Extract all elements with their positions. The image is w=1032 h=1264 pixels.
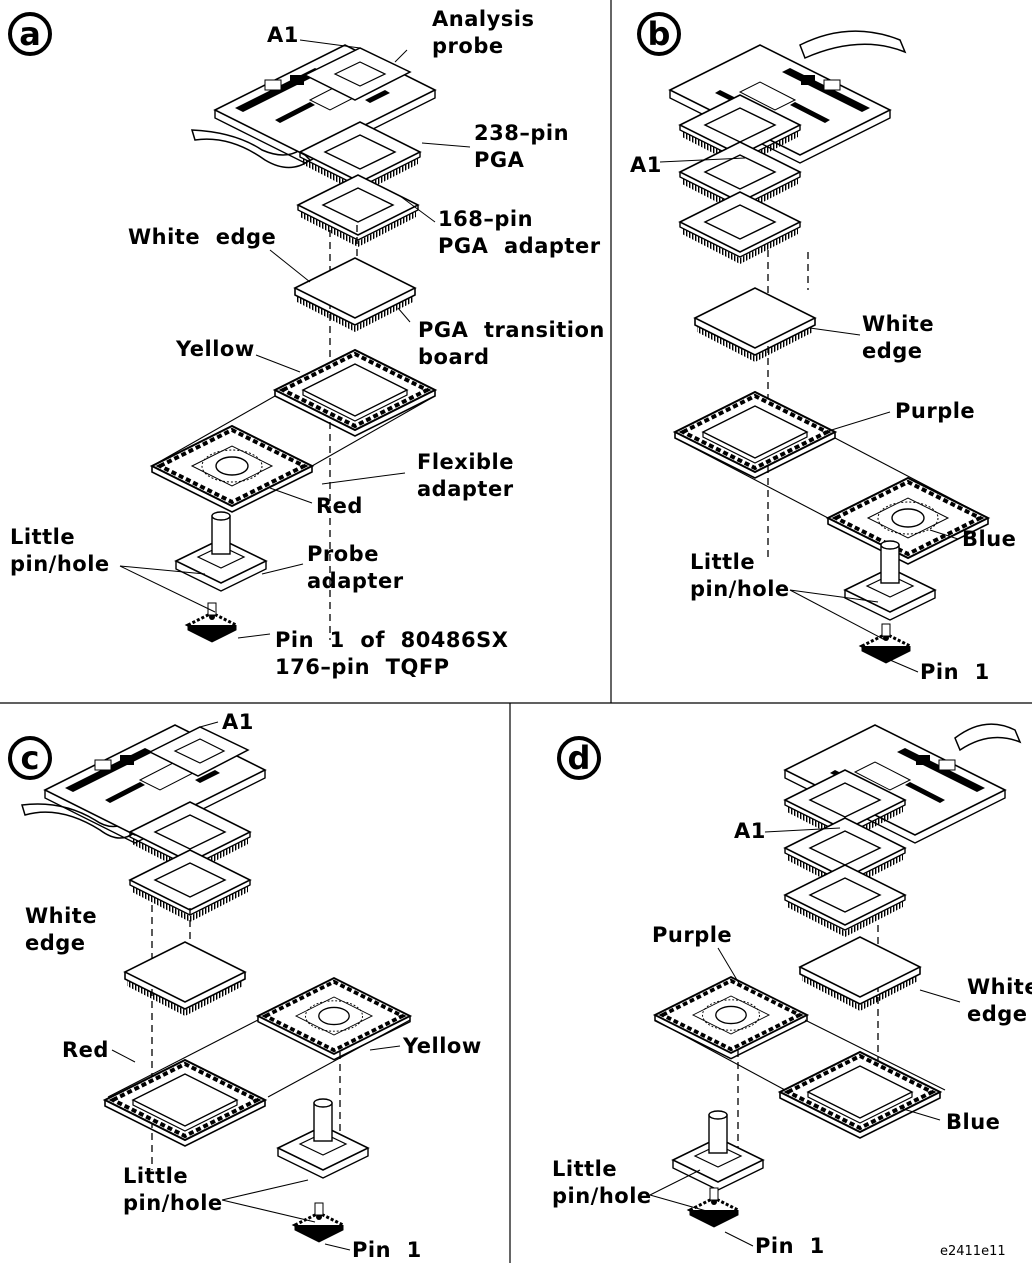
label-pga-transition-board: PGA transition board	[418, 318, 605, 369]
label-a1: A1	[222, 710, 254, 734]
label-white-edge: White edge	[967, 975, 1032, 1026]
label-pin1-tqfp: Pin 1 of 80486SX 176–pin TQFP	[275, 628, 509, 679]
panel-b-art	[659, 30, 990, 673]
label-pin1: Pin 1	[920, 660, 990, 684]
label-little-pin-hole: Little pin/hole	[123, 1164, 223, 1215]
label-yellow: Yellow	[176, 337, 255, 361]
panel-d-badge: d	[557, 736, 601, 780]
label-white-edge: White edge	[128, 225, 277, 249]
figure-id: e2411e11	[940, 1244, 1006, 1259]
label-analysis-probe: Analysis probe	[432, 7, 535, 58]
label-white-edge: White edge	[862, 312, 935, 363]
label-purple: Purple	[895, 399, 976, 423]
label-probe-adapter: Probe adapter	[307, 542, 404, 593]
panel-b-badge: b	[637, 12, 681, 56]
panel-d-art	[649, 723, 1022, 1247]
label-238-pin-pga: 238–pin PGA	[474, 121, 570, 172]
label-little-pin-hole: Little pin/hole	[690, 550, 790, 601]
label-red: Red	[62, 1038, 109, 1062]
panel-a-badge: a	[8, 12, 52, 56]
panel-a-art	[119, 39, 471, 644]
label-flexible-adapter: Flexible adapter	[417, 450, 515, 501]
label-little-pin-hole: Little pin/hole	[552, 1157, 652, 1208]
panel-c-badge: c	[8, 736, 52, 780]
label-white-edge: White edge	[25, 904, 98, 955]
label-a1: A1	[734, 819, 766, 843]
label-a1: A1	[267, 23, 299, 47]
label-pin1: Pin 1	[352, 1238, 422, 1262]
label-blue: Blue	[946, 1110, 1001, 1134]
label-little-pin-hole: Little pin/hole	[10, 525, 110, 576]
panel-c-art	[21, 721, 412, 1251]
label-blue: Blue	[962, 527, 1017, 551]
label-red: Red	[316, 494, 363, 518]
label-yellow: Yellow	[403, 1034, 482, 1058]
label-168-pin-pga-adapter: 168–pin PGA adapter	[438, 207, 601, 258]
label-pin1: Pin 1	[755, 1234, 825, 1258]
label-a1: A1	[630, 153, 662, 177]
label-purple: Purple	[652, 923, 733, 947]
